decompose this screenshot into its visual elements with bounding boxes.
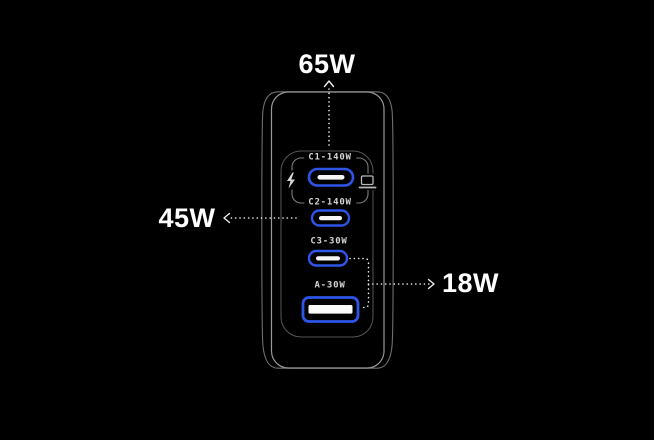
charger-front-face — [270, 91, 385, 369]
port-label-c1: C1-140W — [304, 152, 356, 164]
port-c2 — [310, 209, 351, 227]
wattage-label-45w: 45W — [158, 203, 216, 233]
wattage-label-65w: 65W — [298, 49, 356, 79]
arrow-left-icon — [223, 212, 231, 224]
port-c3 — [307, 249, 349, 267]
arrow-right-icon — [427, 278, 435, 290]
port-label-c3: C3-30W — [306, 236, 352, 248]
charger-body-outline — [261, 91, 394, 369]
dotted-line-18w — [349, 257, 435, 309]
arrow-up-icon — [323, 80, 335, 88]
port-c1 — [307, 167, 355, 187]
port-a — [301, 296, 360, 323]
lightning-icon — [286, 170, 297, 190]
laptop-icon — [357, 173, 377, 190]
dotted-line-45w — [223, 212, 297, 224]
ports-panel — [280, 150, 374, 338]
port-label-c2: C2-140W — [304, 197, 356, 209]
dotted-line-65w — [323, 80, 335, 150]
wattage-label-18w: 18W — [442, 268, 500, 298]
port-label-a: A-30W — [310, 280, 350, 292]
